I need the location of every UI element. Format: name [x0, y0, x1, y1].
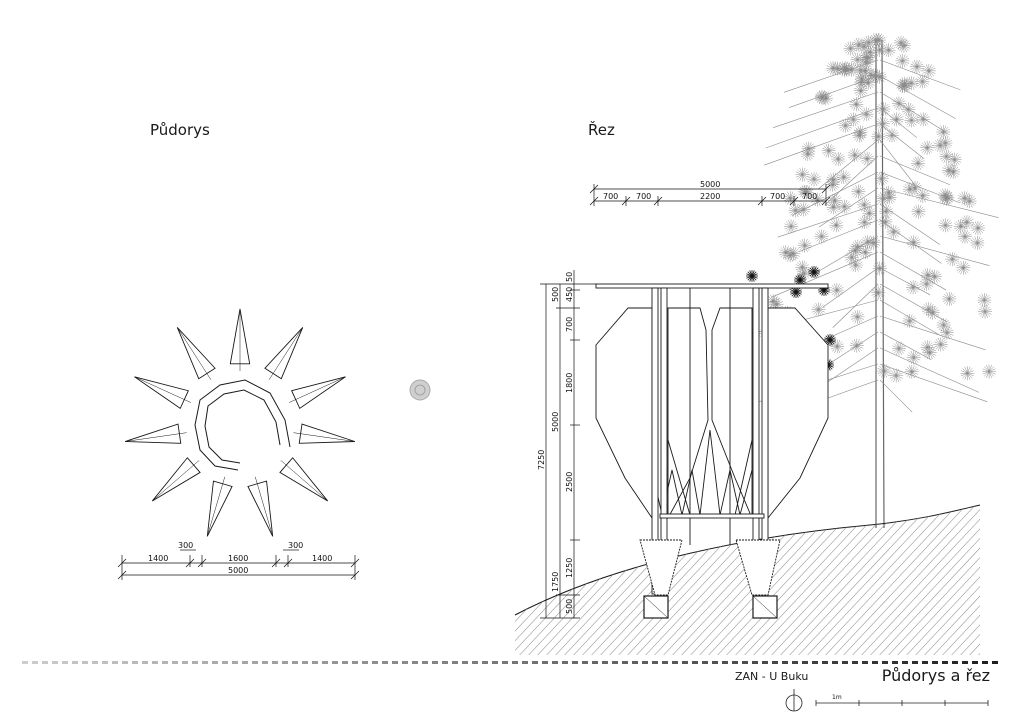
star-spike [289, 376, 346, 410]
section-vertical-dimension [540, 270, 596, 619]
section-dim-top-3: 2200 [700, 192, 720, 201]
section-dim-inner-5: 2500 [565, 472, 574, 492]
section-dim-top-5: 700 [802, 192, 817, 201]
plan-dim-total: 5000 [228, 566, 248, 575]
star-spike [134, 376, 191, 410]
shell-right [767, 307, 829, 520]
section-dim-inner-3: 700 [565, 317, 574, 332]
star-spike [206, 476, 233, 537]
section-title: Řez [588, 121, 615, 139]
footing-left [639, 539, 683, 596]
star-spike [264, 327, 304, 380]
star-spike [229, 308, 251, 371]
section-dim-top-1: 700 [603, 192, 618, 201]
section-dim-mid-1: 500 [551, 287, 560, 302]
north-arrow-icon [785, 689, 803, 712]
footer-divider [22, 661, 998, 664]
section-drawing [595, 283, 829, 619]
scale-bar [815, 700, 989, 706]
shell-mid-right [711, 307, 753, 519]
section-dim-top-4: 700 [770, 192, 785, 201]
section-dim-inner-2: 450 [565, 287, 574, 302]
star-spike [151, 457, 201, 502]
section-top-dimension [589, 184, 831, 206]
plan-dim-top-right: 300 [288, 541, 303, 550]
star-spike [247, 476, 274, 537]
section-dim-top-2: 700 [636, 192, 651, 201]
section-dim-mid-3: 1750 [551, 572, 560, 592]
footing-right [735, 539, 781, 596]
plan-dim-seg-3: 1400 [312, 554, 332, 563]
project-name: ZAN - U Buku [735, 670, 809, 683]
star-spike [279, 457, 329, 502]
star-spike [293, 423, 355, 444]
spiral-wall-inner [204, 389, 281, 464]
plan-dim-seg-2: 1600 [228, 554, 248, 563]
plan-drawing [125, 308, 355, 537]
plan-title: Půdorys [150, 121, 210, 139]
north-marker-inner [414, 384, 426, 396]
terrain [514, 504, 981, 655]
section-dim-total: 5000 [700, 180, 720, 189]
section-dim-inner-7: 500 [565, 599, 574, 614]
tree-illustration [732, 33, 999, 529]
section-dim-inner-6: 1250 [565, 558, 574, 578]
north-marker [409, 379, 431, 401]
plan-dimension-chain [117, 549, 360, 580]
star-spike [125, 423, 187, 444]
star-spike [176, 327, 216, 380]
plan-dim-seg-1: 1400 [148, 554, 168, 563]
bench [659, 513, 765, 519]
scale-bar-label: 1m [832, 694, 842, 701]
roof-plate [595, 283, 829, 289]
shell-left [595, 307, 653, 520]
sheet-title: Půdorys a řez [881, 666, 990, 685]
section-dim-mid-2: 5000 [551, 412, 560, 432]
section-dim-inner-4: 1800 [565, 373, 574, 393]
plan-dim-top-left: 300 [178, 541, 193, 550]
section-dim-vertical-total: 7250 [537, 450, 546, 470]
spiral-wall [194, 379, 291, 471]
star-spikes [125, 308, 355, 537]
section-dim-inner-1: 50 [565, 272, 574, 282]
